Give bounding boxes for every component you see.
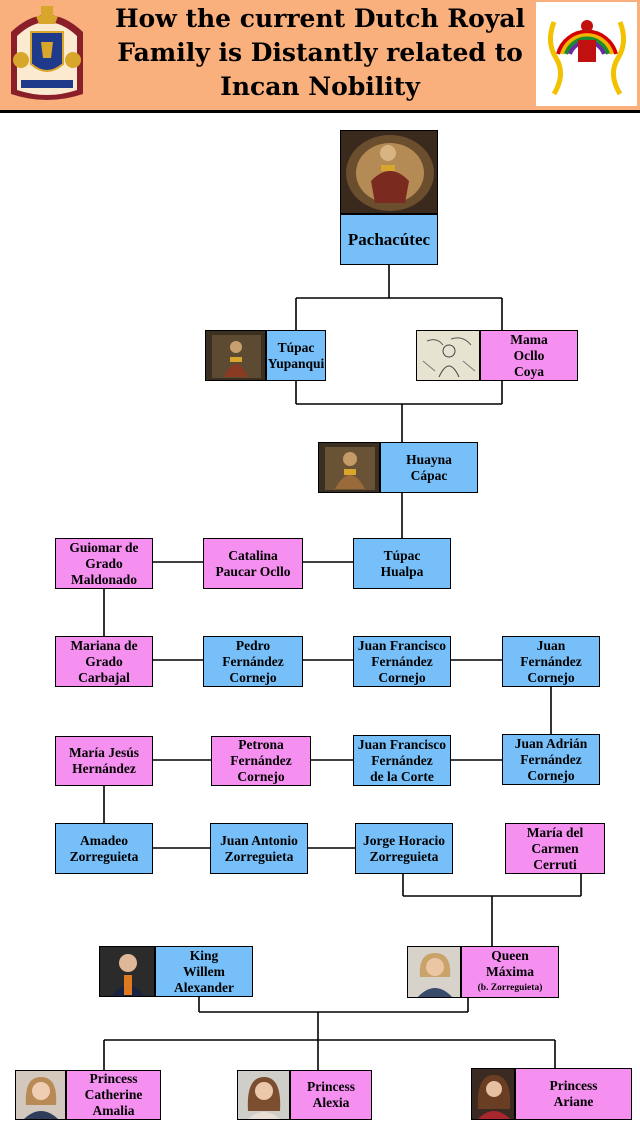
person-queen-maxima: Queen Máxima (b. Zorreguieta) xyxy=(461,946,559,998)
person-maria-jesus-hernandez: María Jesús Hernández xyxy=(55,736,153,786)
person-tupac-yupanqui: Túpac Yupanqui xyxy=(266,330,326,381)
person-king-willem-alexander: King Willem Alexander xyxy=(155,946,253,997)
queen-maxima-name: Queen Máxima xyxy=(486,948,534,979)
person-pachacutec: Pachacútec xyxy=(340,214,438,265)
person-mama-ocllo-coya: Mama Ocllo Coya xyxy=(480,330,578,381)
person-petrona-fernandez-cornejo: Petrona Fernández Cornejo xyxy=(211,736,311,786)
queen-maxima-portrait xyxy=(407,946,461,998)
queen-maxima-birth-name: (b. Zorreguieta) xyxy=(477,983,543,993)
person-princess-alexia: Princess Alexia xyxy=(290,1070,372,1120)
princess-alexia-portrait xyxy=(237,1070,290,1120)
tupac-yupanqui-portrait xyxy=(205,330,266,381)
king-willem-alexander-portrait xyxy=(99,946,155,997)
pachacutec-portrait xyxy=(340,130,438,214)
mama-ocllo-coya-portrait xyxy=(416,330,480,381)
person-catalina-paucar-ocllo: Catalina Paucar Ocllo xyxy=(203,538,303,589)
person-princess-ariane: Princess Ariane xyxy=(515,1068,632,1120)
person-huayna-capac: Huayna Cápac xyxy=(380,442,478,493)
princess-catherine-amalia-portrait xyxy=(15,1070,66,1120)
page-title: How the current Dutch Royal Family is Di… xyxy=(114,4,526,101)
person-juan-adrian-fernandez-cornejo: Juan Adrián Fernández Cornejo xyxy=(502,734,600,785)
person-juan-francisco-fernandez-de-la-corte: Juan Francisco Fernández de la Corte xyxy=(353,735,451,786)
header-banner: How the current Dutch Royal Family is Di… xyxy=(0,0,640,113)
princess-ariane-portrait xyxy=(471,1068,515,1120)
person-tupac-hualpa: Túpac Hualpa xyxy=(353,538,451,589)
person-mariana-de-grado-carbajal: Mariana de Grado Carbajal xyxy=(55,636,153,687)
person-pedro-fernandez-cornejo: Pedro Fernández Cornejo xyxy=(203,636,303,687)
person-guiomar-de-grado-maldonado: Guiomar de Grado Maldonado xyxy=(55,538,153,589)
person-maria-del-carmen-cerruti: María del Carmen Cerruti xyxy=(505,823,605,874)
dutch-royal-coat-of-arms-icon xyxy=(3,2,91,106)
person-princess-catherine-amalia: Princess Catherine Amalia xyxy=(66,1070,161,1120)
person-juan-fernandez-cornejo: Juan Fernández Cornejo xyxy=(502,636,600,687)
person-jorge-horacio-zorreguieta: Jorge Horacio Zorreguieta xyxy=(355,823,453,874)
person-amadeo-zorreguieta: Amadeo Zorreguieta xyxy=(55,823,153,874)
inca-mascapaicha-emblem-icon xyxy=(536,2,637,106)
person-juan-francisco-fernandez-cornejo: Juan Francisco Fernández Cornejo xyxy=(353,636,451,687)
huayna-capac-portrait xyxy=(318,442,380,493)
person-juan-antonio-zorreguieta: Juan Antonio Zorreguieta xyxy=(210,823,308,874)
